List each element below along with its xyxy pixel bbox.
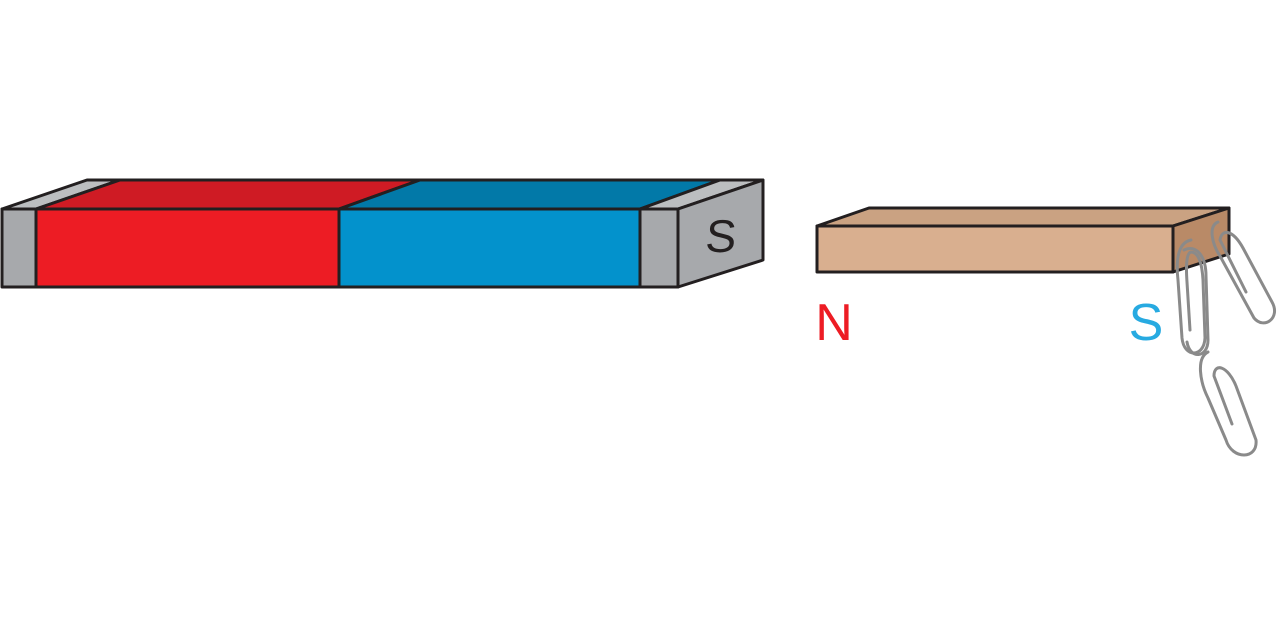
wood-bar-north-label: N	[815, 294, 853, 352]
paper-clip	[1210, 220, 1276, 325]
wood-bar	[815, 206, 1231, 274]
paper-clip	[1199, 350, 1258, 457]
paper-clips	[1175, 220, 1276, 457]
bar-magnet-end-face	[676, 178, 765, 289]
wood-bar-top	[815, 206, 1231, 228]
paper-clip	[1182, 247, 1210, 356]
bar-magnet-south-half	[337, 207, 642, 289]
bar-magnet: S	[0, 178, 765, 289]
bar-magnet-end-label: S	[704, 210, 739, 262]
wood-bar-south-label: S	[1129, 294, 1164, 352]
paper-clip	[1175, 238, 1207, 355]
bar-magnet-north-half	[34, 207, 341, 289]
wood-bar-front	[815, 224, 1175, 274]
bar-magnet-right-cap	[638, 207, 680, 289]
bar-magnet-left-cap	[0, 207, 38, 289]
